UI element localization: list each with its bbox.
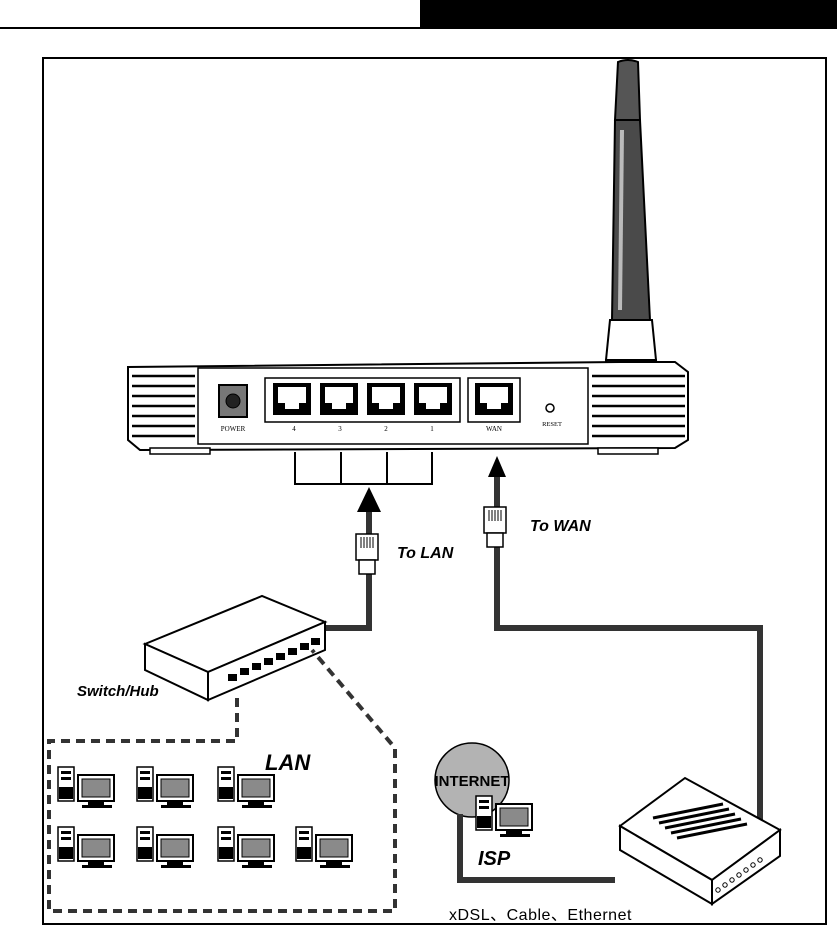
switch-hub-icon: [145, 596, 325, 700]
isp-label: ISP: [478, 848, 511, 870]
lan-computer-icon: [137, 827, 193, 868]
lan-port-4: [273, 383, 311, 415]
wan-port: [475, 383, 513, 415]
lan-computer-icon: [218, 827, 274, 868]
lan-port-label-1: 1: [430, 425, 434, 433]
reset-label: RESET: [542, 421, 562, 428]
to-lan-label: To LAN: [397, 545, 454, 562]
wan-port-label: WAN: [486, 425, 502, 433]
wan-plug-icon: [484, 507, 506, 547]
internet-label: INTERNET: [435, 773, 510, 790]
lan-computer-icon: [137, 767, 193, 808]
lan-bracket: [295, 452, 432, 484]
lan-plug-icon: [356, 534, 378, 574]
lan-port-label-3: 3: [338, 425, 342, 433]
modem-caption: xDSL、Cable、Ethernet: [449, 907, 632, 924]
wan-cable: [484, 456, 760, 820]
lan-computer-icon: [58, 767, 114, 808]
lan-port-label-4: 4: [292, 425, 296, 433]
lan-port-2: [367, 383, 405, 415]
router: POWER 4 3 2 1 WAN RESET: [128, 362, 688, 454]
lan-port-3: [320, 383, 358, 415]
lan-port-label-2: 2: [384, 425, 388, 433]
lan-label: LAN: [265, 750, 311, 775]
lan-computer-icon: [58, 827, 114, 868]
modem-icon: [620, 778, 780, 904]
power-jack-icon: [219, 385, 247, 417]
lan-port-1: [414, 383, 452, 415]
isp-computer-icon: [476, 796, 532, 837]
power-label: POWER: [221, 425, 246, 433]
lan-computer-icon: [296, 827, 352, 868]
reset-button-icon: [546, 404, 554, 412]
switch-hub-label: Switch/Hub: [77, 683, 159, 700]
lan-cable: [326, 487, 381, 628]
to-wan-label: To WAN: [530, 518, 591, 535]
